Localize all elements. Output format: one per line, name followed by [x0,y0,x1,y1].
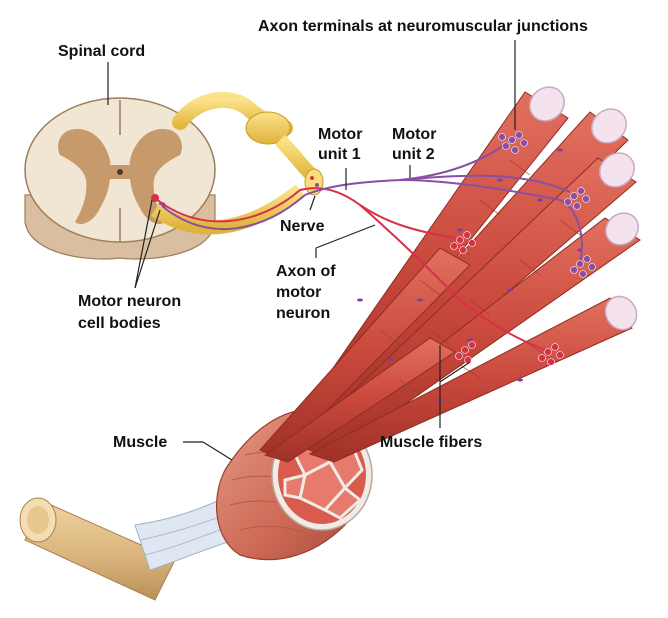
label-motor-unit-2-line1: Motor [392,126,437,143]
label-motor-unit-1-line1: Motor [318,126,363,143]
motor-unit-2-axon [161,131,583,263]
motor-unit-1-axon [154,187,546,351]
label-muscle-fibers: Muscle fibers [380,434,483,451]
label-cell-bodies-line1: Motor neuron [78,293,182,310]
leader-lines [107,40,516,461]
label-motor-unit-2-line2: unit 2 [392,146,435,163]
neuromuscular-junctions [498,131,596,278]
label-axon-line3: neuron [276,305,331,322]
label-cell-bodies-line2: cell bodies [78,315,161,332]
label-motor-unit-1-line2: unit 1 [318,146,361,163]
label-axon-line1: Axon of [276,263,336,280]
label-spinal-cord: Spinal cord [58,43,146,60]
label-axon-line2: motor [276,284,322,301]
label-axon-terminals: Axon terminals at neuromuscular junction… [258,18,588,35]
label-muscle: Muscle [113,434,168,451]
label-nerve: Nerve [280,218,325,235]
muscle-fibers-fan [259,86,641,463]
bone [19,497,176,601]
